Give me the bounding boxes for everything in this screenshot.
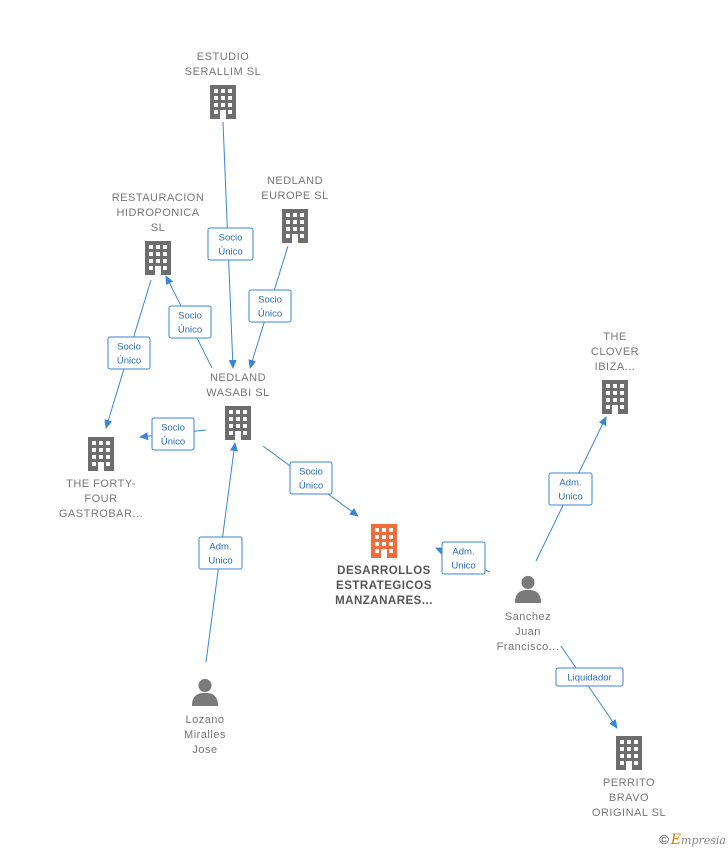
edge-label-box[interactable] <box>207 227 254 261</box>
edge-label-text: Adm. <box>559 478 581 489</box>
node-desarrollos[interactable]: DESARROLLOS ESTRATEGICOS MANZANARES... <box>335 524 433 607</box>
edge-lozano-to-nedland_wasabi: Adm. Unico <box>198 442 243 663</box>
node-label-line: THE <box>603 331 627 343</box>
building-icon <box>616 736 642 770</box>
edge-label-text: Adm. <box>452 547 474 558</box>
node-label-line: RESTAURACION <box>112 192 205 204</box>
edge-label-text: Adm. <box>209 542 231 553</box>
edge-label-text: Único <box>258 309 282 320</box>
edge-label-text: Socio <box>117 342 141 353</box>
node-label-line: FOUR <box>84 493 117 505</box>
node-label-line: ESTUDIO <box>197 51 249 63</box>
node-nedland_europe[interactable]: NEDLAND EUROPE SL <box>261 175 328 243</box>
node-label-line: ORIGINAL SL <box>592 807 666 819</box>
node-label-line: Juan <box>515 626 541 638</box>
brand-logo-text: mpresia <box>681 834 726 847</box>
edge-line <box>560 645 618 729</box>
edge-label-text: Único <box>299 481 323 492</box>
node-label-line: HIDROPONICA <box>116 207 199 219</box>
copyright-symbol: © <box>659 832 669 847</box>
edge-label-text: Único <box>178 325 202 336</box>
edge-label-text: Liquidador <box>567 673 611 684</box>
edge-sanchez-to-desarrollos: Adm. Unico <box>435 541 491 575</box>
building-icon <box>88 437 114 471</box>
edge-label-box[interactable] <box>107 336 151 370</box>
node-label-line: THE FORTY- <box>66 478 136 490</box>
building-icon <box>145 241 171 275</box>
edge-label-text: Único <box>117 356 141 367</box>
edge-label-text: Socio <box>219 233 243 244</box>
node-label-line: Jose <box>192 744 217 756</box>
node-label-line: GASTROBAR... <box>59 508 143 520</box>
edge-label-text: Socio <box>161 423 185 434</box>
edge-label-box[interactable] <box>198 536 243 570</box>
node-nedland_wasabi[interactable]: NEDLAND WASABI SL <box>206 372 269 440</box>
node-label-line: PERRITO <box>603 777 655 789</box>
node-label-line: BRAVO <box>609 792 649 804</box>
node-label-line: SERALLIM SL <box>185 66 261 78</box>
node-label-line: WASABI SL <box>206 387 269 399</box>
edge-label-box[interactable] <box>289 461 333 495</box>
edge-label-text: Socio <box>178 311 202 322</box>
edge-label-text: Socio <box>258 295 282 306</box>
node-label-line: ESTRATEGICOS <box>336 580 432 592</box>
node-label-line: NEDLAND <box>210 372 266 384</box>
node-label-line: Lozano <box>185 714 224 726</box>
edge-label-box[interactable] <box>548 472 593 506</box>
node-label-line: MANZANARES... <box>335 595 433 607</box>
node-label-line: SL <box>151 222 165 234</box>
node-forty_four[interactable]: THE FORTY- FOUR GASTROBAR... <box>59 437 143 520</box>
person-icon <box>191 678 219 706</box>
edge-label-box[interactable] <box>248 289 292 323</box>
node-label-line: Miralles <box>184 729 226 741</box>
building-icon <box>225 406 251 440</box>
building-icon <box>210 85 236 119</box>
node-label-line: IBIZA... <box>595 361 636 373</box>
edge-label-text: Unico <box>208 556 232 567</box>
node-label-line: CLOVER <box>591 346 639 358</box>
node-label-line: Francisco... <box>497 641 560 653</box>
node-restauracion[interactable]: RESTAURACION HIDROPONICA SL <box>112 192 205 275</box>
building-icon <box>282 209 308 243</box>
node-label-line: EUROPE SL <box>261 190 328 202</box>
edge-label-box[interactable] <box>441 541 486 575</box>
edge-label-text: Unico <box>451 561 475 572</box>
node-estudio[interactable]: ESTUDIO SERALLIM SL <box>185 51 261 119</box>
person-icon <box>514 575 542 603</box>
edges-layer: SocioÚnicoSocioÚnicoSocioÚnicoSocioÚnico… <box>104 121 624 729</box>
brand-logo-initial: E <box>670 832 682 848</box>
nodes-layer: ESTUDIO SERALLIM SL RESTAURACION HIDROPONIC… <box>59 51 666 819</box>
building-icon <box>371 524 397 558</box>
node-perrito[interactable]: PERRITO BRAVO ORIGINAL SL <box>592 736 666 819</box>
edge-label-box[interactable] <box>168 305 212 339</box>
edge-sanchez-to-clover: Adm. Unico <box>535 416 607 562</box>
node-label-line: NEDLAND <box>267 175 323 187</box>
edge-label-box[interactable] <box>151 417 195 451</box>
edge-label-text: Socio <box>299 467 323 478</box>
edge-label-text: Único <box>218 247 242 258</box>
edge-sanchez-to-perrito: Liquidador <box>555 645 624 729</box>
edge-label-text: Único <box>161 437 185 448</box>
node-label-line: Sanchez <box>505 611 551 623</box>
copyright-footer: ©Empresia <box>659 832 726 848</box>
node-label-line: DESARROLLOS <box>337 565 431 577</box>
edge-label-box[interactable] <box>555 667 624 687</box>
node-clover[interactable]: THE CLOVER IBIZA... <box>591 331 639 414</box>
node-sanchez[interactable]: SanchezJuanFrancisco... <box>497 575 560 653</box>
building-icon <box>602 380 628 414</box>
edge-label-text: Unico <box>558 492 582 503</box>
